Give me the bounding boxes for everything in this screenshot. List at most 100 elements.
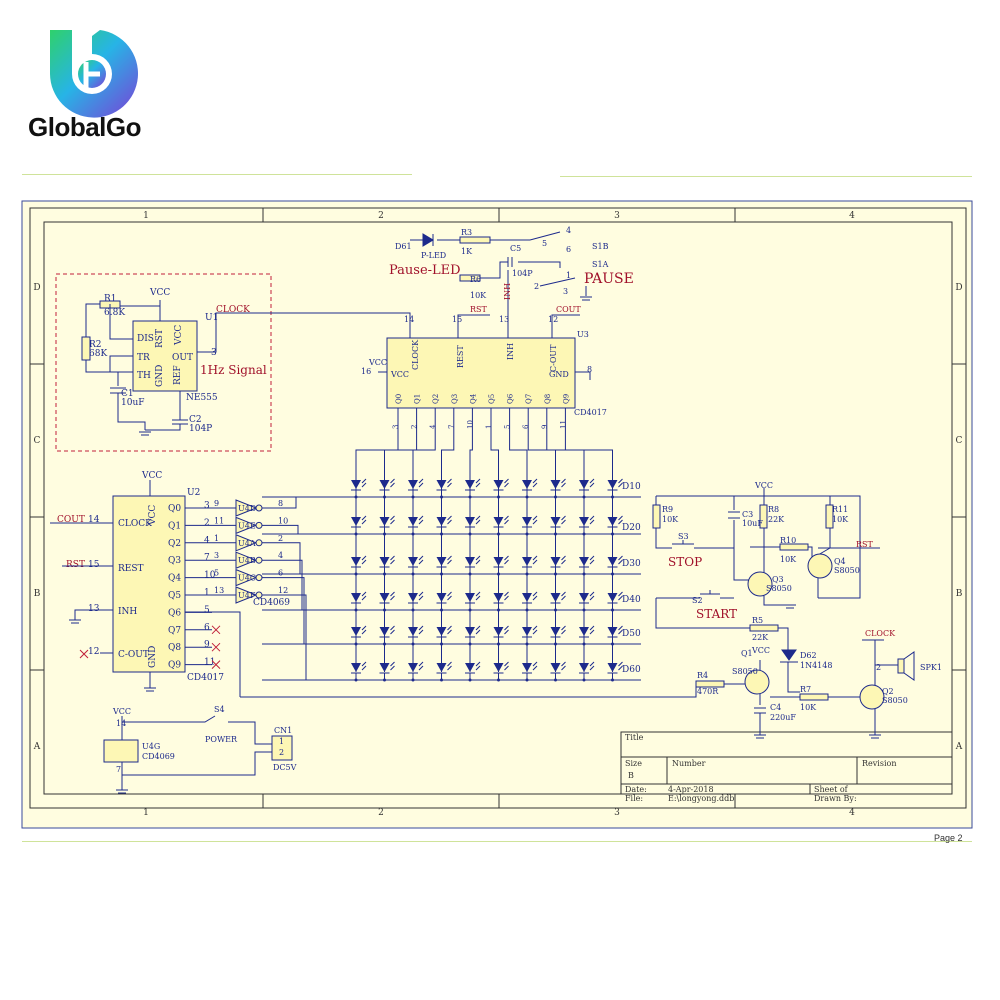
sheet-inner — [29, 207, 967, 809]
u3-output-label: Q4 — [469, 393, 477, 404]
r6-ref: R6 — [470, 275, 481, 284]
u3-output-label: Q7 — [525, 394, 533, 404]
u2-output-pin: 1 — [204, 588, 210, 598]
u2-pin-num: 13 — [88, 604, 100, 614]
col-label: 4 — [849, 808, 855, 818]
led-diode — [550, 480, 561, 489]
led-diode — [408, 480, 418, 489]
speaker-ref: SPK1 — [920, 663, 942, 672]
ne555-name: NE555 — [186, 393, 218, 403]
ctrl-clock-net: CLOCK — [865, 629, 896, 638]
u2-output-label: Q1 — [168, 521, 181, 531]
file-label: File: — [625, 794, 643, 803]
u2-output-label: Q4 — [168, 574, 181, 584]
brand-name: GlobalGo — [28, 112, 142, 142]
r1-value: 6.8K — [104, 308, 125, 318]
s1-pin: 3 — [563, 287, 568, 296]
r7-value: 10K — [800, 703, 817, 712]
led-diode — [607, 593, 618, 602]
u2-output-label: Q6 — [168, 608, 181, 618]
led-diode — [436, 557, 447, 566]
u3-output-label: Q0 — [395, 394, 403, 404]
cn1-pin: 1 — [279, 737, 284, 746]
led-diode — [522, 593, 532, 602]
r5-value: 22K — [752, 633, 769, 642]
col-label: 3 — [614, 211, 620, 221]
ctrl-vcc: VCC — [754, 481, 773, 490]
ne555-chip — [132, 320, 198, 392]
led-diode — [607, 663, 618, 672]
inverter-name: CD4069 — [253, 598, 290, 608]
led-diode — [408, 593, 418, 602]
u2-pin: C-OUT — [118, 650, 149, 660]
led-diode — [379, 557, 390, 566]
pause-label: PAUSE — [584, 271, 634, 287]
q1-value: S8050 — [732, 667, 758, 676]
led-diode — [436, 663, 447, 672]
speaker-body — [897, 658, 905, 674]
inverter-gate — [235, 499, 258, 517]
inverter-gate — [235, 568, 258, 587]
u3-output-pin: 11 — [559, 420, 567, 429]
led-diode — [379, 517, 390, 526]
led-diode — [408, 517, 418, 526]
ctrl-rst-net: RST — [856, 540, 874, 549]
r9-body — [652, 504, 661, 529]
row-label: A — [33, 742, 41, 752]
led-diode — [436, 627, 447, 636]
u2-name: CD4017 — [187, 673, 224, 683]
led-diode — [465, 480, 475, 489]
col-label: 1 — [143, 211, 149, 221]
cn1-pin: 2 — [279, 748, 284, 757]
r3-value: 1K — [461, 247, 473, 256]
ne555-pin: VCC — [174, 325, 184, 346]
led-diode — [493, 627, 504, 636]
led-diode — [607, 627, 618, 636]
u3-output-pin: 10 — [466, 420, 474, 429]
ne555-pin: TR — [137, 353, 150, 363]
u2-pin: REST — [118, 564, 144, 574]
led-diode — [579, 557, 589, 566]
u2-output-label: Q5 — [168, 591, 181, 601]
u2-output-pin: 3 — [204, 501, 210, 511]
q4-body — [807, 553, 833, 579]
date-label: Date: — [625, 785, 647, 794]
u2-pin-num: 15 — [88, 560, 100, 570]
led-diode — [522, 627, 532, 636]
led-diode — [579, 627, 589, 636]
u2-output-label: Q0 — [168, 504, 181, 514]
u3-vcc: VCC — [368, 358, 387, 367]
u2-pin-num: 12 — [88, 647, 99, 657]
u3-pin-num: 15 — [452, 315, 462, 324]
ne555-out-pin: 3 — [211, 348, 217, 358]
u3-pin-clock: CLOCK — [411, 339, 420, 370]
u4g-chip — [103, 739, 139, 763]
u3-chip — [386, 337, 576, 409]
inverter-gate — [235, 534, 258, 552]
d62-ref: D62 — [800, 651, 817, 660]
led-diode — [550, 557, 561, 566]
led-label: D50 — [622, 629, 641, 639]
signal-label: 1Hz Signal — [200, 363, 267, 377]
u4g-pin7: 7 — [116, 765, 121, 774]
inverter-out-pin: 8 — [278, 499, 283, 508]
drawn-by-label: Drawn By: — [814, 794, 857, 803]
u3-gnd-in: GND — [549, 370, 569, 379]
u2-output-pin: 4 — [204, 536, 210, 546]
col-label: 2 — [378, 808, 384, 818]
led-label: D30 — [622, 559, 641, 569]
u3-ref: U3 — [577, 330, 589, 339]
led-diode — [493, 480, 504, 489]
u3-output-pin: 9 — [541, 425, 549, 429]
date-value: 4-Apr-2018 — [668, 785, 714, 794]
u2-vcc: VCC — [141, 471, 162, 481]
led-diode — [493, 593, 504, 602]
led-diode — [436, 593, 447, 602]
r10-value: 10K — [780, 555, 797, 564]
number-label: Number — [672, 759, 706, 768]
bottom-rule — [22, 841, 972, 842]
inverter-in-pin: 5 — [214, 569, 219, 578]
speaker-pin: 2 — [876, 663, 881, 672]
inverter-ref: U4A — [238, 539, 256, 548]
